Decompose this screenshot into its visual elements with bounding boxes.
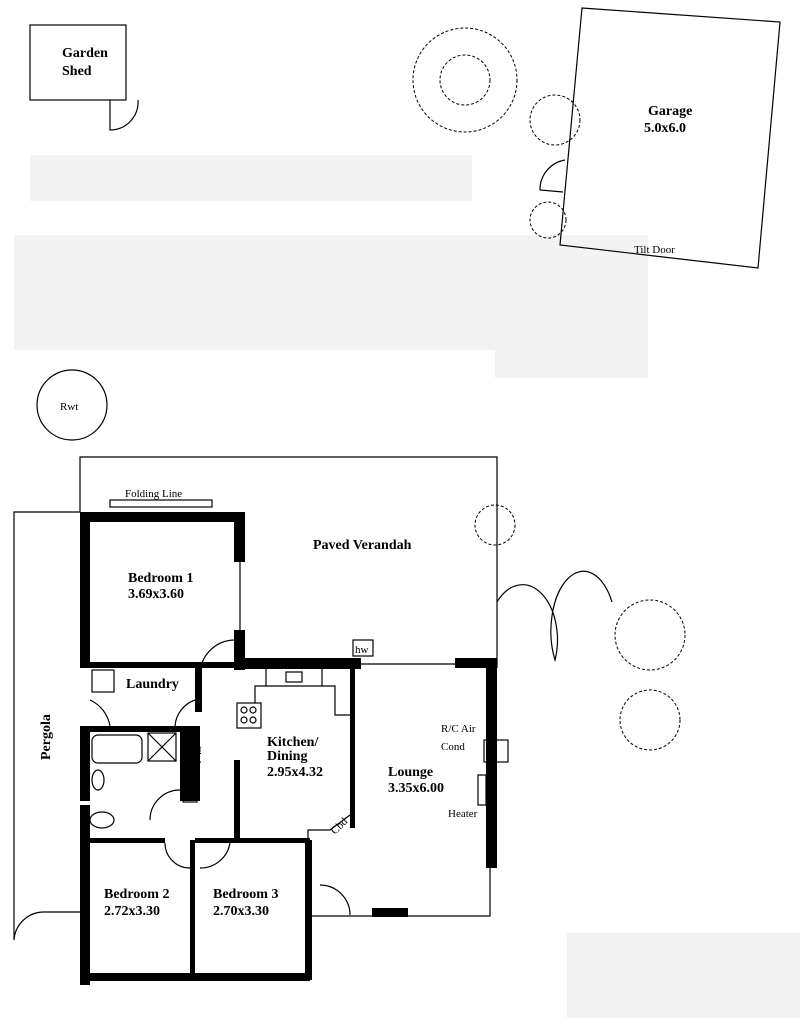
svg-text:Dining: Dining (267, 749, 307, 764)
svg-text:5.0x6.0: 5.0x6.0 (644, 121, 686, 136)
svg-text:2.70x3.30: 2.70x3.30 (213, 904, 269, 919)
walls (80, 512, 497, 985)
garage: Garage 5.0x6.0 Tilt Door (539, 7, 781, 269)
svg-text:Shed: Shed (62, 64, 92, 79)
folding-line (109, 499, 213, 508)
svg-text:Garage: Garage (648, 104, 692, 119)
toilet (89, 811, 115, 829)
svg-text:Cbd: Cbd (191, 745, 203, 764)
redacted-area (495, 350, 648, 378)
svg-text:Garden: Garden (62, 46, 108, 61)
svg-text:hw: hw (355, 644, 369, 656)
svg-text:3.35x6.00: 3.35x6.00 (388, 781, 444, 796)
svg-text:Bedroom 2: Bedroom 2 (104, 887, 169, 902)
svg-text:Kitchen/: Kitchen/ (267, 735, 319, 750)
svg-text:Lounge: Lounge (388, 765, 433, 780)
bath (91, 734, 143, 764)
svg-text:2.95x4.32: 2.95x4.32 (267, 765, 323, 780)
svg-text:Pergola: Pergola (39, 714, 54, 760)
svg-text:Bedroom 3: Bedroom 3 (213, 887, 278, 902)
svg-text:Cond: Cond (441, 741, 465, 753)
redacted-area (14, 235, 648, 350)
svg-text:Folding Line: Folding Line (125, 488, 182, 500)
garden-shed: Garden Shed (29, 24, 139, 131)
redacted-area (567, 933, 800, 1018)
svg-text:Cbd: Cbd (329, 815, 351, 837)
tree-icon (412, 27, 686, 751)
svg-text:3.69x3.60: 3.69x3.60 (128, 587, 184, 602)
redacted-area (30, 155, 472, 201)
svg-text:Heater: Heater (448, 808, 478, 820)
svg-text:Tilt Door: Tilt Door (634, 244, 675, 256)
svg-text:Laundry: Laundry (126, 677, 179, 692)
svg-text:Rwt: Rwt (60, 401, 78, 413)
svg-text:Bedroom 1: Bedroom 1 (128, 571, 193, 586)
svg-text:Paved Verandah: Paved Verandah (313, 538, 412, 553)
svg-text:R/C Air: R/C Air (441, 723, 476, 735)
rainwater-tank (36, 369, 108, 441)
basin (91, 769, 105, 791)
svg-text:2.72x3.30: 2.72x3.30 (104, 904, 160, 919)
